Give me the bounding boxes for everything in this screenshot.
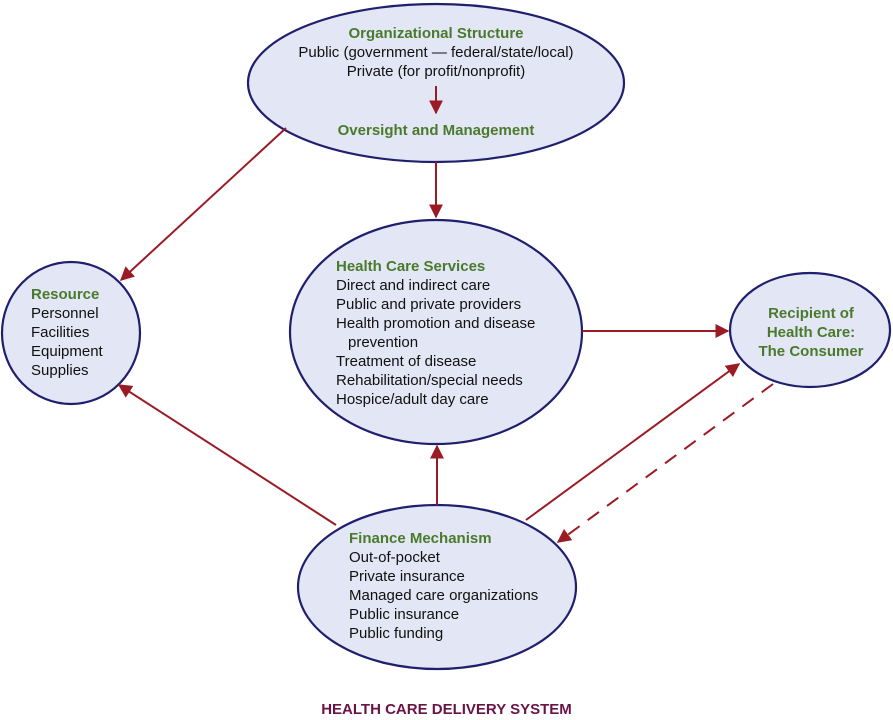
recipient-heading-line: The Consumer xyxy=(758,343,864,360)
services-heading: Health Care Services xyxy=(336,258,486,275)
finance-text: Finance Mechanism Out-of-pocket Private … xyxy=(349,529,538,643)
services-item: Public and private providers xyxy=(336,296,522,313)
services-item: Health promotion and disease xyxy=(336,315,536,332)
resource-text: Resource Personnel Facilities Equipment … xyxy=(31,285,103,380)
edge-finance-to-recipient xyxy=(525,363,741,521)
finance-heading: Finance Mechanism xyxy=(349,530,492,547)
org-structure-line: Public (government — federal/state/local… xyxy=(298,44,574,61)
resource-item: Personnel xyxy=(31,305,99,322)
node-recipient xyxy=(728,271,892,389)
finance-item: Public insurance xyxy=(349,606,460,623)
resource-heading: Resource xyxy=(31,286,100,303)
node-resource xyxy=(0,260,142,406)
oversight-heading: Oversight and Management xyxy=(337,122,535,139)
finance-item: Public funding xyxy=(349,625,444,642)
resource-item: Supplies xyxy=(31,362,89,379)
org-structure-heading: Organizational Structure xyxy=(348,25,524,42)
org-structure-text: Organizational Structure Public (governm… xyxy=(236,24,636,81)
diagram-title: HEALTH CARE DELIVERY SYSTEM xyxy=(321,701,572,718)
services-item: Direct and indirect care xyxy=(336,277,491,294)
finance-item: Managed care organizations xyxy=(349,587,539,604)
recipient-heading-line: Recipient of xyxy=(768,305,854,322)
resource-item: Equipment xyxy=(31,343,103,360)
services-text: Health Care Services Direct and indirect… xyxy=(336,257,535,409)
services-item: prevention xyxy=(348,334,419,351)
services-item: Hospice/adult day care xyxy=(336,391,489,408)
finance-item: Private insurance xyxy=(349,568,465,585)
services-item: Rehabilitation/special needs xyxy=(336,372,523,389)
resource-item: Facilities xyxy=(31,324,90,341)
org-structure-line: Private (for profit/nonprofit) xyxy=(346,63,526,80)
finance-item: Out-of-pocket xyxy=(349,549,440,566)
services-item: Treatment of disease xyxy=(336,353,477,370)
recipient-heading-line: Health Care: xyxy=(766,324,856,341)
edge-finance-to-resource xyxy=(117,384,337,526)
edge-structure-to-resource xyxy=(119,127,287,281)
recipient-text: Recipient of Health Care: The Consumer xyxy=(730,304,892,361)
edge-recipient-to-finance-dashed xyxy=(556,383,774,543)
